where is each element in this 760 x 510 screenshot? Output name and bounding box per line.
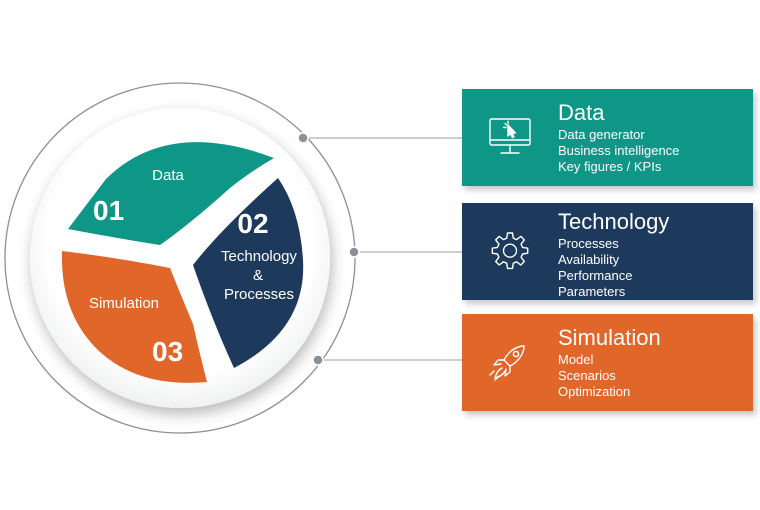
list-item: Processes: [558, 236, 619, 251]
card-technology-items: Processes Availability Performance Param…: [558, 236, 632, 300]
segment-technology-label-line1: Technology: [221, 248, 297, 265]
segment-technology: [193, 178, 304, 368]
segment-data-label: Data: [152, 167, 184, 184]
connector-dot-data: [297, 132, 309, 144]
list-item: Key figures / KPIs: [558, 159, 662, 174]
card-data-title: Data: [558, 100, 605, 125]
card-data-items: Data generator Business intelligence Key…: [558, 127, 679, 175]
segment-data-number: 01: [93, 195, 124, 226]
pie-segments: [61, 142, 304, 383]
monitor-cursor-icon: [486, 115, 534, 159]
gear-icon: [486, 229, 534, 273]
list-item: Model: [558, 352, 594, 367]
card-simulation-title: Simulation: [558, 325, 661, 350]
segment-simulation-number: 03: [152, 336, 183, 367]
connector-dots: [297, 132, 360, 366]
list-item: Business intelligence: [558, 143, 680, 158]
connector-dot-simulation: [312, 354, 324, 366]
list-item: Parameters: [558, 284, 626, 299]
card-simulation: Simulation Model Scenarios Optimization: [462, 314, 753, 411]
segment-technology-label-line3: Processes: [224, 286, 294, 303]
rocket-icon: [486, 340, 534, 384]
segment-labels: Data 01 02 Technology & Processes Simula…: [89, 167, 297, 367]
connector-dot-technology: [348, 246, 360, 258]
segment-data: [68, 142, 274, 245]
card-data: Data Data generator Business intelligenc…: [462, 89, 753, 186]
list-item: Availability: [558, 252, 620, 267]
card-technology: Technology Processes Availability Perfor…: [462, 203, 753, 300]
connectors: [303, 137, 462, 361]
segment-technology-number: 02: [237, 208, 268, 239]
list-item: Optimization: [558, 384, 631, 399]
list-item: Scenarios: [558, 368, 616, 383]
list-item: Data generator: [558, 127, 645, 142]
card-simulation-items: Model Scenarios Optimization: [558, 352, 630, 400]
list-item: Performance: [558, 268, 633, 283]
outer-ring: [4, 82, 356, 434]
segment-simulation: [61, 251, 208, 383]
card-technology-title: Technology: [558, 209, 670, 234]
segment-simulation-label: Simulation: [89, 295, 159, 312]
segment-technology-label-line2: &: [253, 267, 263, 284]
